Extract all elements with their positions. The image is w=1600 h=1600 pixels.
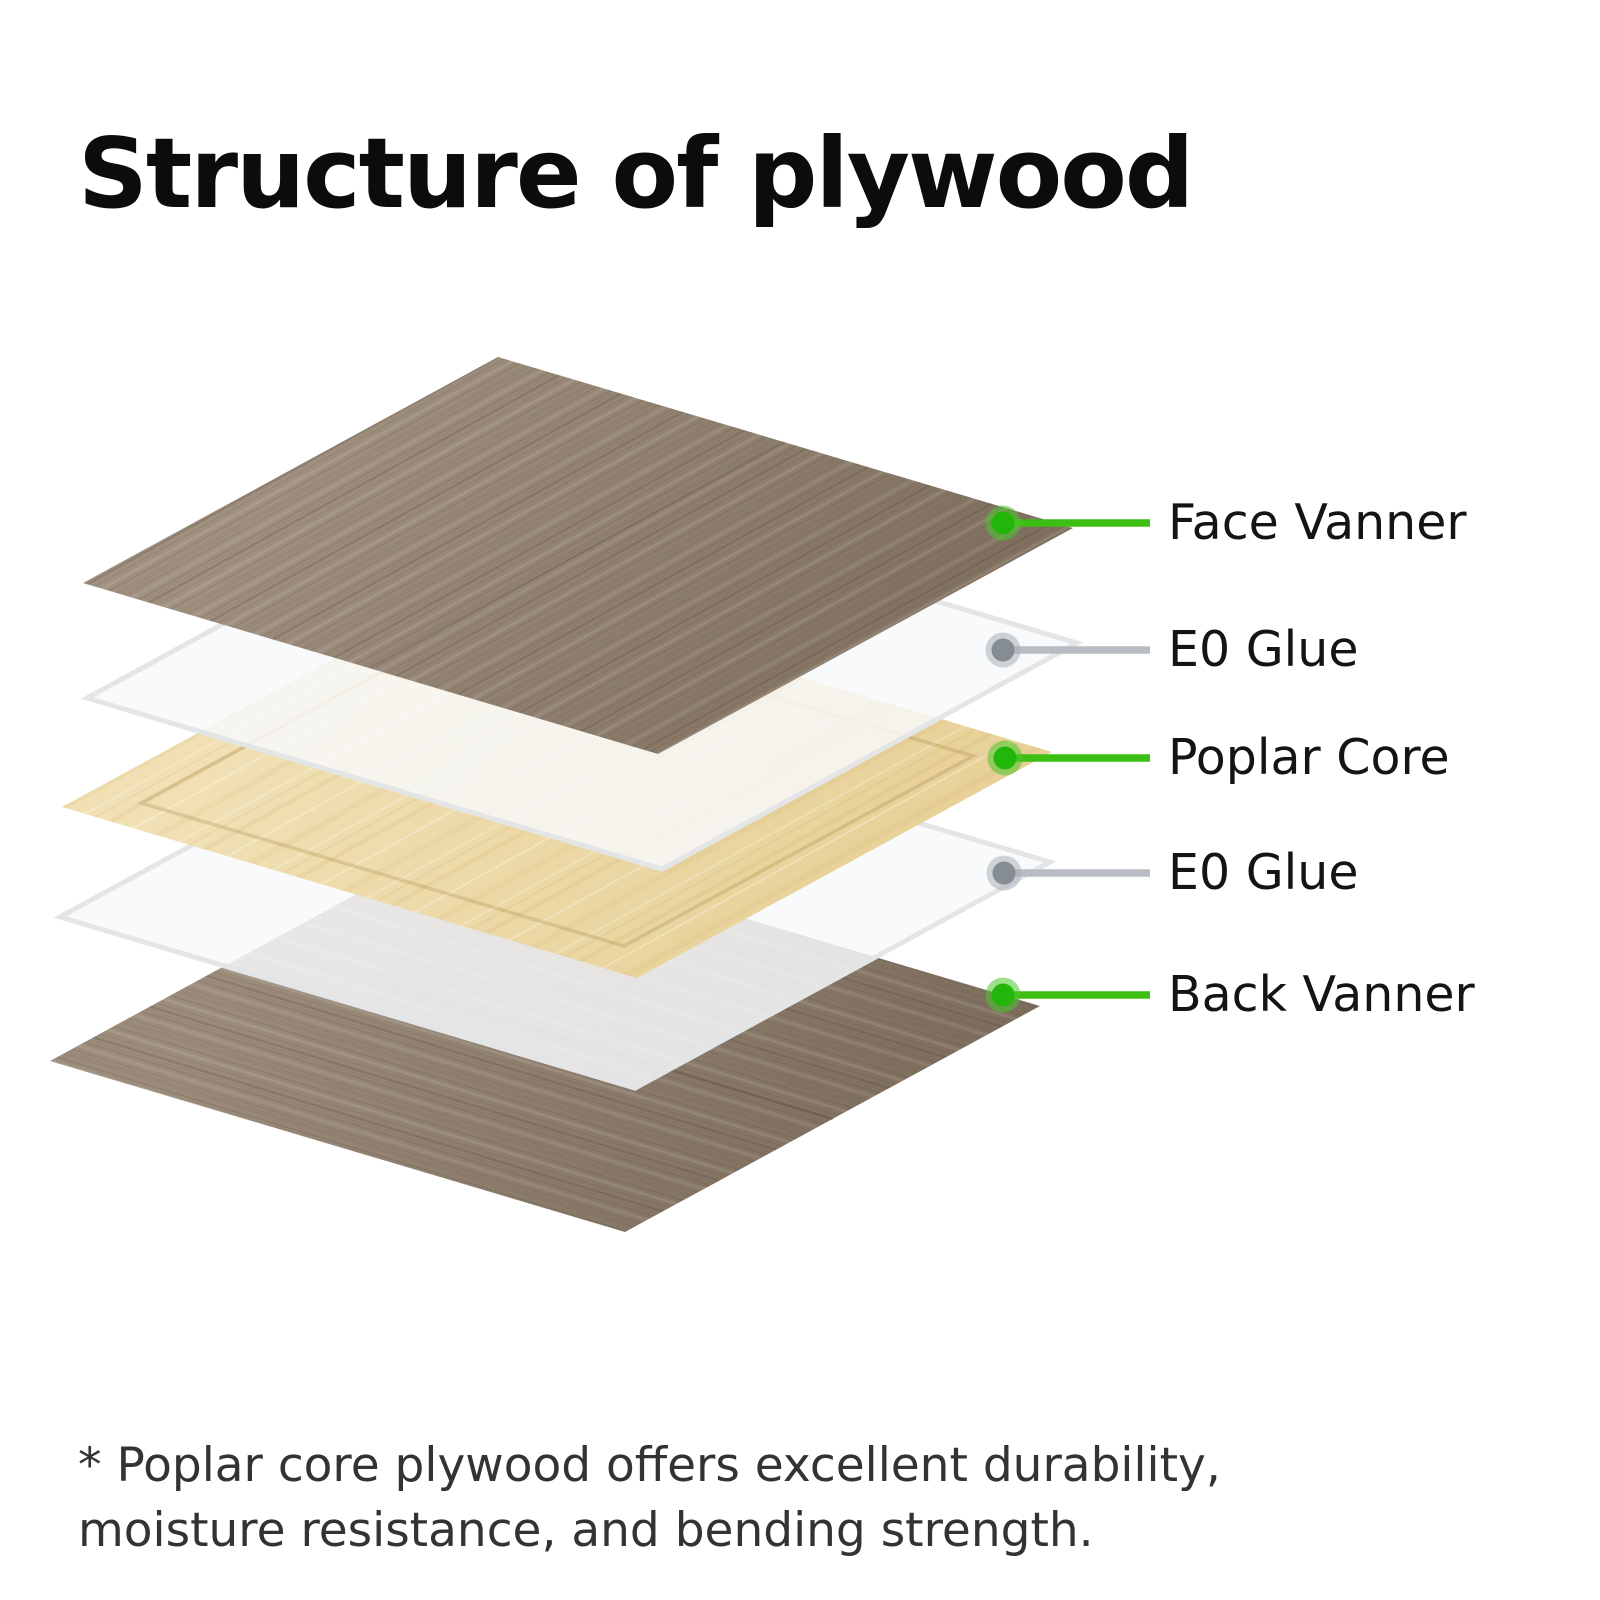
- face-vanner-sheet: [83, 357, 1073, 754]
- callout-back-vanner: [985, 977, 1150, 1013]
- footnote-text: * Poplar core plywood offers excellent d…: [78, 1438, 1221, 1558]
- callout-e0-glue-upper: [985, 632, 1150, 668]
- callout-e0-glue-lower: [986, 855, 1150, 891]
- layer-label-back-vanner: Back Vanner: [1168, 966, 1475, 1023]
- page-title: Structure of plywood: [78, 116, 1194, 230]
- callout-poplar-core: [987, 740, 1150, 776]
- layer-label-face-vanner: Face Vanner: [1168, 494, 1467, 551]
- callout-face-vanner: [985, 505, 1150, 541]
- layer-label-poplar-core: Poplar Core: [1168, 729, 1450, 786]
- layer-label-e0-glue-lower: E0 Glue: [1168, 844, 1359, 901]
- layer-label-e0-glue-upper: E0 Glue: [1168, 621, 1359, 678]
